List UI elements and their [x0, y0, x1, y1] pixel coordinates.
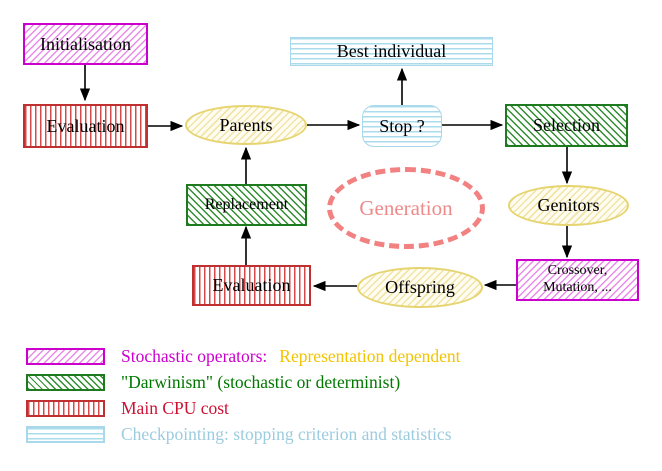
node-generation-cycle: Generation — [327, 167, 485, 249]
legend-swatch-green-hatch — [26, 373, 105, 391]
node-stop: Stop ? — [362, 105, 442, 147]
legend-label-main-cpu-cost: Main CPU cost — [121, 397, 229, 418]
node-evaluation-bottom: Evaluation — [192, 265, 311, 306]
initialisation-label: Initialisation — [40, 33, 131, 54]
node-evaluation-top: Evaluation — [23, 104, 148, 148]
genitors-label: Genitors — [537, 195, 600, 216]
stop-label: Stop ? — [379, 115, 425, 136]
offspring-label: Offspring — [385, 277, 455, 298]
node-crossover-mutation: Crossover, Mutation, ... — [516, 259, 639, 301]
selection-label: Selection — [533, 115, 600, 136]
replacement-label: Replacement — [204, 195, 289, 213]
evaluation-bottom-label: Evaluation — [212, 275, 291, 296]
legend-label-representation-dependent: Representation dependent — [279, 345, 461, 366]
legend-item-stochastic-operators: Stochastic operators: Representation dep… — [26, 346, 461, 366]
legend-item-checkpointing: Checkpointing: stopping criterion and st… — [26, 424, 452, 444]
evaluation-top-label: Evaluation — [46, 115, 125, 136]
best-individual-label: Best individual — [336, 41, 447, 62]
parents-label: Parents — [219, 114, 273, 135]
generation-label: Generation — [359, 195, 453, 220]
node-replacement: Replacement — [186, 184, 307, 226]
crossover-label-line2: Mutation, ... — [543, 280, 612, 295]
node-genitors: Genitors — [508, 185, 629, 226]
legend-label-darwinism: "Darwinism" (stochastic or determinist) — [121, 371, 401, 392]
legend-swatch-magenta-hatch — [26, 347, 105, 365]
node-offspring: Offspring — [357, 267, 483, 308]
legend-item-main-cpu-cost: Main CPU cost — [26, 398, 229, 418]
node-parents: Parents — [185, 105, 307, 145]
node-initialisation: Initialisation — [23, 23, 148, 65]
node-best-individual: Best individual — [290, 37, 493, 66]
legend-label-checkpointing: Checkpointing: stopping criterion and st… — [121, 423, 452, 444]
legend-swatch-red-hatch — [26, 399, 105, 417]
legend-label-stochastic-operators: Stochastic operators: — [121, 345, 268, 366]
node-selection: Selection — [505, 104, 628, 147]
legend-swatch-cyan-hatch — [26, 425, 105, 443]
legend-item-darwinism: "Darwinism" (stochastic or determinist) — [26, 372, 400, 392]
crossover-label-line1: Crossover, — [547, 263, 608, 279]
